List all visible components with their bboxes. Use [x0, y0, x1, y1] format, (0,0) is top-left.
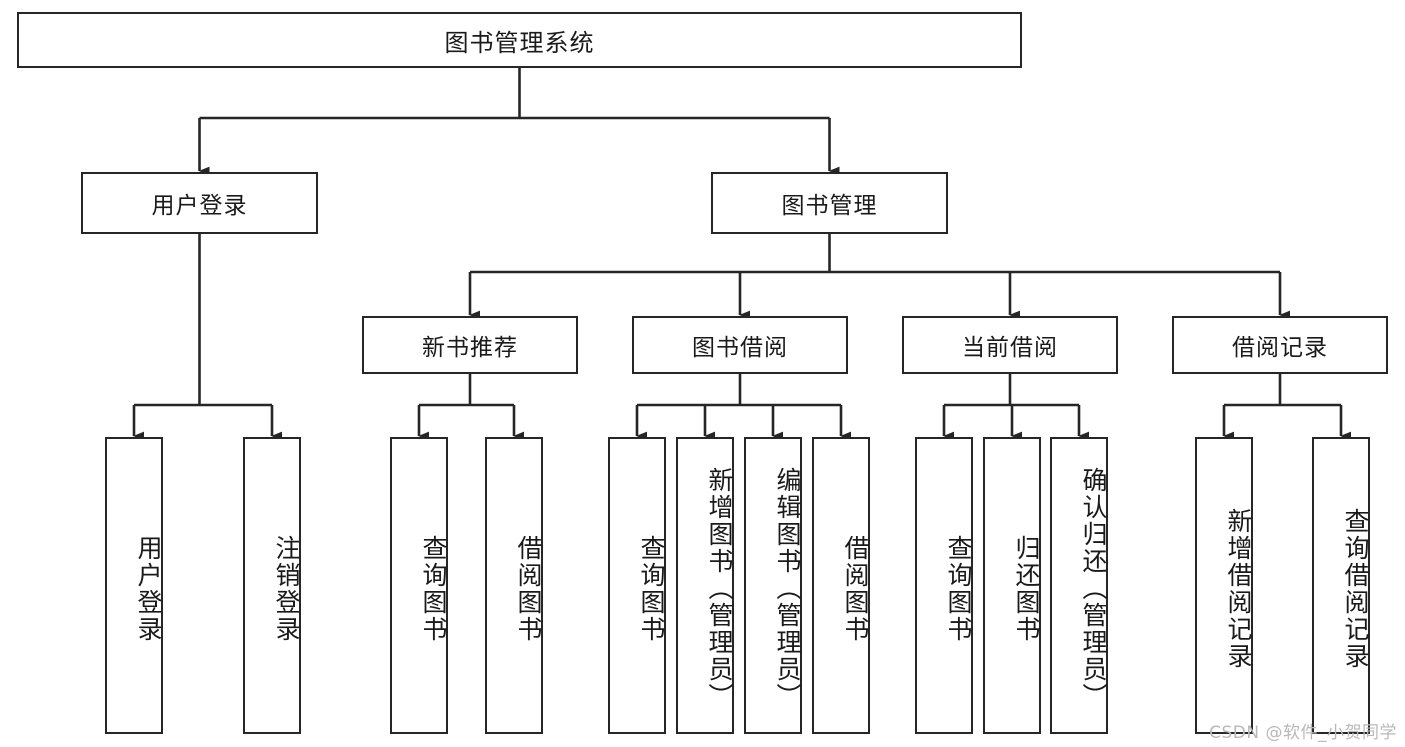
- node-leaf-borrow-book-rec[interactable]: 借阅图书: [485, 437, 543, 734]
- node-book-manage-label: 图书管理: [781, 193, 878, 219]
- node-leaf-add-record[interactable]: 新增借阅记录: [1195, 437, 1253, 734]
- node-leaf-confirm-return-label: 确认归还（管理员）: [1079, 467, 1108, 710]
- node-leaf-query-book-cur-label: 查询图书: [944, 534, 973, 643]
- node-leaf-borrow-book-rec-label: 借阅图书: [514, 534, 543, 643]
- node-leaf-add-book[interactable]: 新增图书（管理员）: [676, 437, 734, 734]
- node-new-book-rec[interactable]: 新书推荐: [362, 316, 578, 374]
- node-leaf-user-login[interactable]: 用户登录: [105, 437, 163, 734]
- node-leaf-query-book-rec-label: 查询图书: [419, 534, 448, 643]
- node-book-manage[interactable]: 图书管理: [711, 172, 948, 234]
- node-leaf-borrow-book[interactable]: 借阅图书: [812, 437, 870, 734]
- node-root[interactable]: 图书管理系统: [17, 12, 1022, 68]
- node-leaf-logout-label: 注销登录: [272, 534, 301, 643]
- node-leaf-confirm-return[interactable]: 确认归还（管理员）: [1050, 437, 1108, 734]
- node-user-login[interactable]: 用户登录: [81, 172, 318, 234]
- node-root-label: 图书管理系统: [444, 28, 595, 57]
- node-leaf-query-book-rec[interactable]: 查询图书: [390, 437, 448, 734]
- node-book-borrow-label: 图书借阅: [692, 335, 788, 361]
- node-leaf-return-book[interactable]: 归还图书: [983, 437, 1041, 734]
- node-leaf-return-book-label: 归还图书: [1012, 534, 1041, 643]
- edge-paths: [132, 68, 1352, 441]
- node-leaf-user-login-label: 用户登录: [134, 534, 163, 643]
- watermark: CSDN @软件_小贺同学: [1209, 723, 1397, 743]
- node-leaf-query-book-label: 查询图书: [637, 534, 666, 643]
- node-leaf-edit-book[interactable]: 编辑图书（管理员）: [744, 437, 802, 734]
- node-leaf-add-record-label: 新增借阅记录: [1224, 507, 1253, 670]
- node-book-borrow[interactable]: 图书借阅: [632, 316, 848, 374]
- node-current-borrow-label: 当前借阅: [962, 335, 1058, 361]
- node-leaf-add-book-label: 新增图书（管理员）: [705, 467, 734, 710]
- node-leaf-edit-book-label: 编辑图书（管理员）: [773, 467, 802, 710]
- node-leaf-logout[interactable]: 注销登录: [243, 437, 301, 734]
- node-user-login-label: 用户登录: [151, 193, 248, 219]
- node-borrow-record[interactable]: 借阅记录: [1172, 316, 1388, 374]
- node-leaf-query-book[interactable]: 查询图书: [608, 437, 666, 734]
- node-leaf-query-book-cur[interactable]: 查询图书: [915, 437, 973, 734]
- node-borrow-record-label: 借阅记录: [1232, 335, 1328, 361]
- node-new-book-rec-label: 新书推荐: [422, 335, 518, 361]
- node-current-borrow[interactable]: 当前借阅: [902, 316, 1118, 374]
- node-leaf-query-record-label: 查询借阅记录: [1341, 507, 1370, 670]
- node-leaf-borrow-book-label: 借阅图书: [841, 534, 870, 643]
- node-leaf-query-record[interactable]: 查询借阅记录: [1312, 437, 1370, 734]
